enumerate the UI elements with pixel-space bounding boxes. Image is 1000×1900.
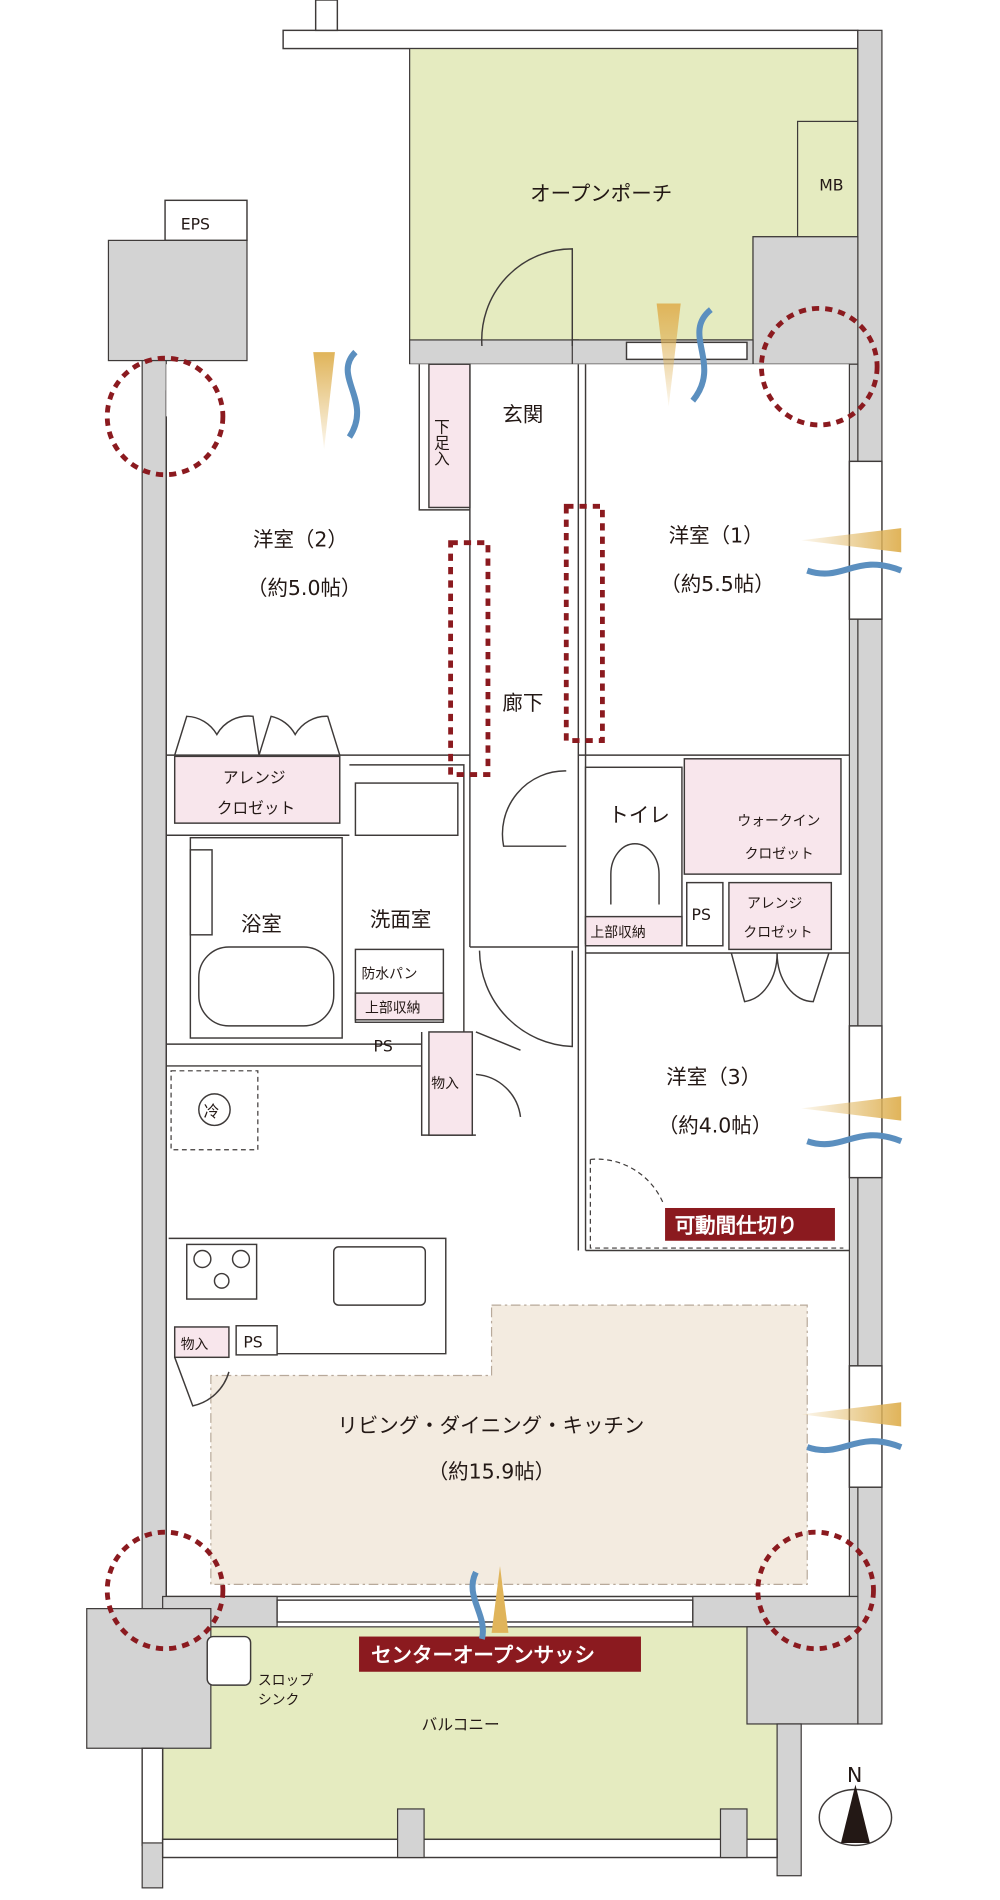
label-slop-sink: シンク xyxy=(258,1692,300,1708)
corner-highlight xyxy=(759,305,880,428)
movable-partition-banner xyxy=(665,1207,835,1241)
label-toilet: トイレ xyxy=(608,803,669,827)
fridge-space xyxy=(170,1070,259,1151)
ventilation-icon xyxy=(656,303,713,407)
storage-kitchen xyxy=(173,1326,230,1359)
bedroom1-size: （約5.5帖） xyxy=(660,572,774,596)
stove xyxy=(186,1243,258,1300)
center-open-sash-label: センターオープンサッシ xyxy=(371,1643,595,1667)
arrange-closet-3 xyxy=(728,881,833,951)
label-porch: オープンポーチ xyxy=(530,181,672,205)
label-washroom: 洗面室 xyxy=(370,907,431,931)
ventilation-icon xyxy=(801,1402,903,1454)
door-highlight xyxy=(448,540,491,777)
label-balcony: バルコニー xyxy=(422,1715,500,1734)
storage-hall xyxy=(428,1031,474,1136)
label-entrance: 玄関 xyxy=(502,402,543,426)
label-upper-storage: 上部収納 xyxy=(590,925,645,941)
closet-label: クロゼット xyxy=(217,798,295,817)
sink xyxy=(333,1246,427,1306)
left-wall xyxy=(141,359,167,1612)
label-fridge: 冷 xyxy=(204,1102,220,1121)
bathtub xyxy=(198,946,335,1027)
ventilation-icon xyxy=(801,1096,903,1148)
label-shoe-storage: 下足入 xyxy=(432,419,451,466)
compass-label: N xyxy=(847,1763,862,1787)
label-waterproof-pan: 防水パン xyxy=(361,966,417,982)
center-open-sash-banner xyxy=(359,1636,641,1672)
corner-highlight xyxy=(104,1529,226,1652)
corner-highlight xyxy=(104,355,226,478)
bedroom3-size: （約4.0帖） xyxy=(658,1114,772,1138)
label-hallway: 廊下 xyxy=(502,691,543,715)
bedroom3-name: 洋室（3） xyxy=(666,1065,761,1089)
label-ps: PS xyxy=(692,905,711,924)
ldk-size: （約15.9帖） xyxy=(428,1460,555,1484)
bedroom2-size: （約5.0帖） xyxy=(247,576,361,600)
label-ps: PS xyxy=(373,1036,392,1055)
closet-label: アレンジ xyxy=(223,768,286,787)
closet-label: ウォークイン xyxy=(737,814,820,830)
ventilation-icon xyxy=(313,349,361,450)
ventilation-icon xyxy=(801,528,903,577)
corner-highlight xyxy=(755,1529,876,1652)
slop-sink xyxy=(206,1635,252,1686)
label-storage: 物入 xyxy=(181,1337,209,1353)
north-compass: N xyxy=(818,1763,893,1847)
label-slop-sink: スロップ xyxy=(258,1673,313,1689)
ldk-name: リビング・ダイニング・キッチン xyxy=(337,1414,644,1438)
bedroom1-name: 洋室（1） xyxy=(669,524,764,548)
ventilation-icon xyxy=(469,1566,509,1640)
bedroom2-name: 洋室（2） xyxy=(253,527,348,551)
label-storage: 物入 xyxy=(431,1076,459,1092)
closet-label: クロゼット xyxy=(743,925,812,941)
ps-box xyxy=(686,881,724,947)
label-eps: EPS xyxy=(181,214,210,233)
door-highlight xyxy=(563,503,605,744)
closet-label: アレンジ xyxy=(747,896,802,912)
label-bathroom: 浴室 xyxy=(241,912,282,936)
shoe-storage xyxy=(428,363,471,509)
label-upper-storage: 上部収納 xyxy=(365,1000,420,1016)
closet-label: クロゼット xyxy=(745,846,814,862)
label-ps: PS xyxy=(243,1333,262,1352)
arrange-closet-2 xyxy=(173,755,341,824)
movable-partition-label: 可動間仕切り xyxy=(675,1213,798,1237)
walkin-closet xyxy=(683,758,842,875)
label-mb: MB xyxy=(819,176,843,195)
ldk-area xyxy=(210,1304,808,1585)
